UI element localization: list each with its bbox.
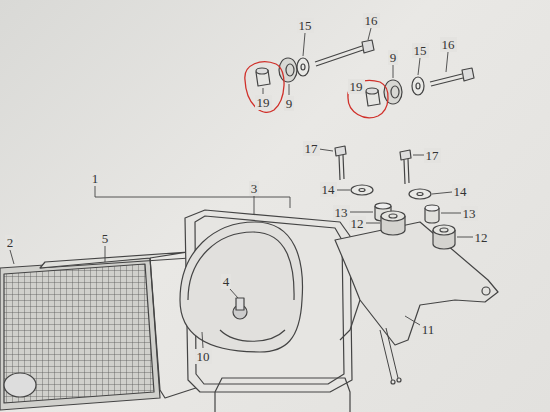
callout-number: 14 <box>320 182 337 197</box>
bolt-17 <box>335 146 411 184</box>
callout-number: 15 <box>412 43 429 58</box>
callout-number: 9 <box>284 96 295 111</box>
callout-number: 12 <box>349 216 366 231</box>
callout-number: 19 <box>255 95 272 110</box>
washer-15 <box>297 58 424 95</box>
callout-number: 11 <box>420 322 437 337</box>
rubber-12 <box>381 211 455 249</box>
callout-number: 2 <box>5 235 16 250</box>
headlight-rim <box>40 252 205 398</box>
callout-number: 15 <box>297 18 314 33</box>
callout-number: 5 <box>100 231 111 246</box>
callout-number: 17 <box>303 141 320 156</box>
washer-14 <box>351 185 431 199</box>
collar-13 <box>375 203 439 223</box>
grommet-9 <box>279 58 402 104</box>
speedometer <box>180 222 302 352</box>
mounting-bracket <box>335 222 498 384</box>
callout-number: 16 <box>440 37 457 52</box>
highlight-circles <box>245 62 388 118</box>
callout-number: 14 <box>452 184 469 199</box>
callout-number: 12 <box>473 230 490 245</box>
callout-number: 10 <box>195 349 212 364</box>
headlight-lens <box>0 258 160 410</box>
callout-number: 13 <box>461 206 478 221</box>
lower-housing <box>215 378 350 412</box>
callout-number: 1 <box>90 171 101 186</box>
callout-number: 9 <box>388 50 399 65</box>
callout-number: 13 <box>333 205 350 220</box>
callout-number: 19 <box>348 79 365 94</box>
callout-number: 4 <box>221 274 232 289</box>
leader-lines <box>10 28 473 348</box>
callout-number: 16 <box>363 13 380 28</box>
callout-number: 17 <box>424 148 441 163</box>
callout-number: 3 <box>249 181 260 196</box>
bushing-19 <box>256 68 380 106</box>
